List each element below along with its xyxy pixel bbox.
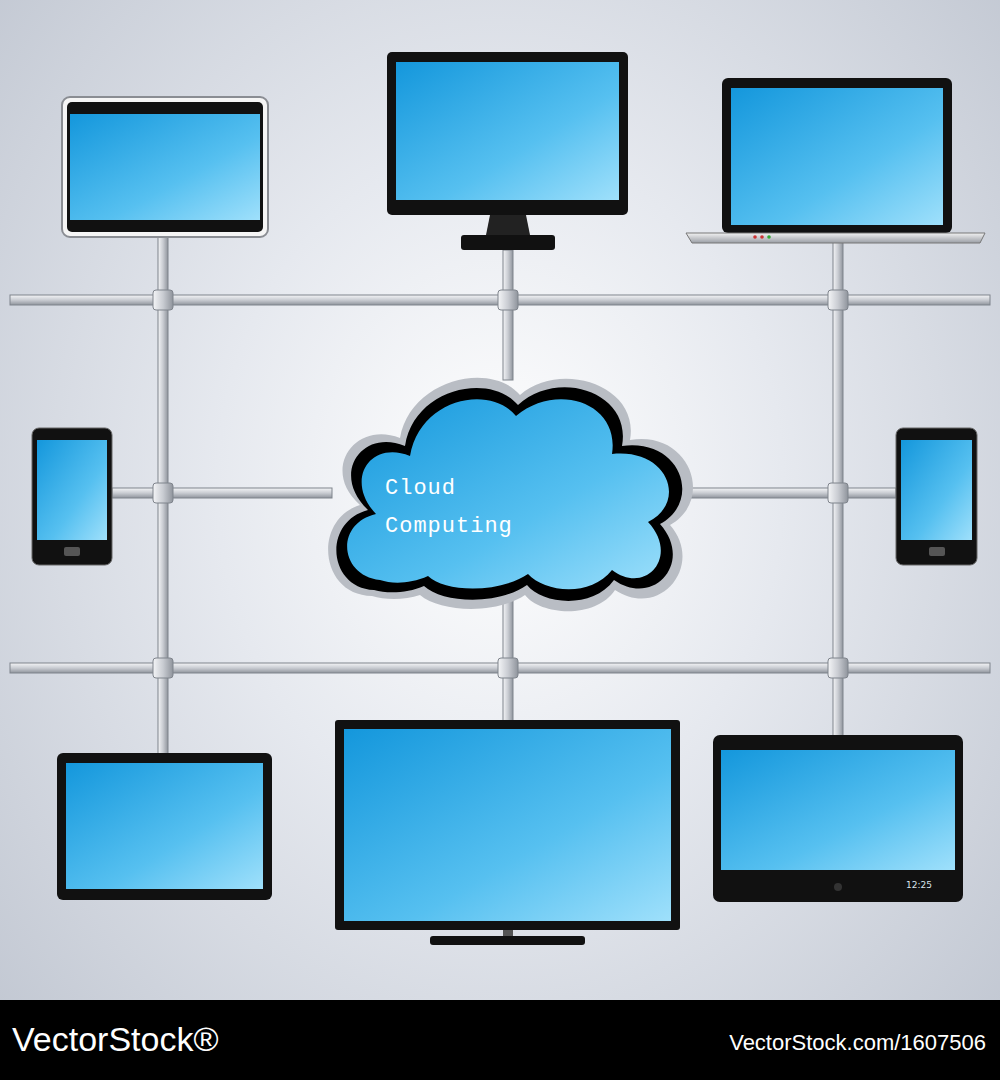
flat-tv xyxy=(335,720,680,945)
tablet xyxy=(57,753,272,900)
watermark: VectorStock® xyxy=(12,1020,218,1059)
laptop xyxy=(686,78,985,243)
pipe-joint xyxy=(153,290,848,678)
tablet xyxy=(713,735,963,902)
footer-bar xyxy=(0,1000,1000,1080)
status-time: 12:25 xyxy=(906,880,932,890)
monitor xyxy=(387,52,628,250)
watermark-url: VectorStock.com/1607506 xyxy=(729,1030,986,1056)
cloud-node: Cloud Computing xyxy=(325,372,700,607)
node-text: Cloud Computing xyxy=(385,470,555,546)
cloud-shape xyxy=(328,378,693,612)
pipe xyxy=(10,236,990,754)
tablet xyxy=(62,97,268,237)
